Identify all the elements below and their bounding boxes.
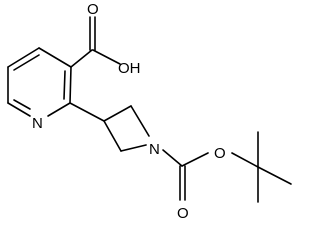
- bond-c3-carboxyl: [70, 49, 93, 68]
- atom-azetidine-n-label: N: [149, 141, 160, 158]
- atom-pyridine-n-label: N: [32, 115, 43, 132]
- bond-ester-o-tbu: [231, 152, 259, 168]
- bond-azetidine-right-a: [130, 105, 150, 137]
- bond-c6-n1: [7, 102, 31, 117]
- atom-carboxyl-o-label: O: [87, 1, 99, 18]
- bond-azetidine-bottom: [103, 120, 122, 152]
- bond-c6-n1-inner: [13, 99, 31, 110]
- bond-azetidine-left-b: [120, 144, 147, 152]
- bond-azetidine-top: [103, 105, 132, 122]
- atom-carbonyl-o-label: O: [177, 205, 189, 222]
- bond-c3-c4: [38, 47, 72, 68]
- bond-c4-c5: [7, 47, 40, 68]
- bond-c2-azetidine: [69, 102, 105, 122]
- molecule-structure-diagram: OH O N N O O: [7, 1, 292, 222]
- bond-n-carbonyl: [162, 149, 183, 167]
- bond-n1-c2: [47, 102, 71, 117]
- bond-c2-c3-inner: [63, 70, 66, 100]
- atom-oh-label: OH: [118, 60, 141, 77]
- atom-ester-o-label: O: [214, 145, 226, 162]
- bond-c2-c3: [69, 66, 72, 104]
- bond-carboxyl-oh: [92, 49, 121, 65]
- structure-canvas: OH O N N O O: [7, 1, 292, 222]
- bond-carbonyl-ester-o: [181, 152, 209, 167]
- bond-c4-c5-inner: [13, 54, 40, 71]
- bond-tbu-right: [257, 166, 292, 185]
